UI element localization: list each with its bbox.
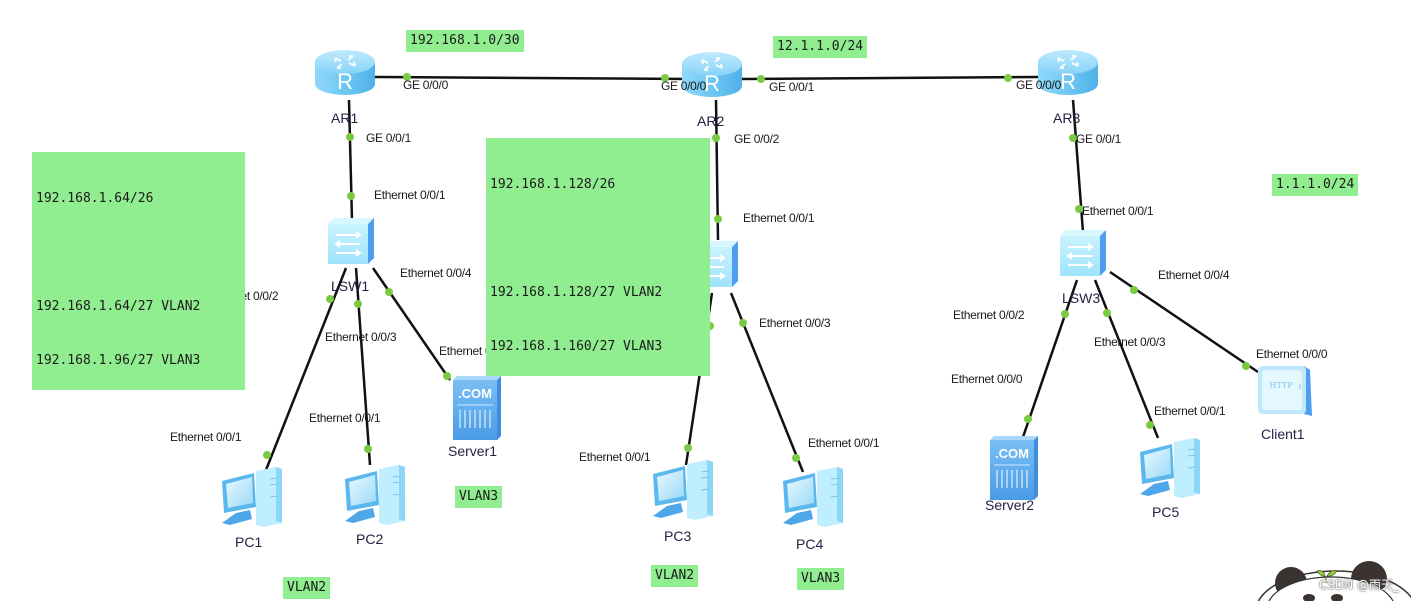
device-label-ar1: AR1 [331, 110, 359, 126]
port-label: GE 0/0/2 [734, 132, 779, 146]
server-icon-server2[interactable] [989, 435, 1039, 501]
port-label: Ethernet 0/0/4 [400, 266, 472, 280]
vlan-note-pc1-pc2: VLAN2 [283, 577, 331, 599]
port-label: Ethernet 0/0/0 [1256, 347, 1328, 361]
link-ar1-ar2[interactable] [374, 75, 691, 81]
port-label: Ethernet 0/0/0 [951, 372, 1023, 386]
device-label-client1: Client1 [1261, 426, 1305, 442]
port-label: GE 0/0/0 [403, 78, 448, 92]
port-label: Ethernet 0/0/1 [170, 430, 242, 444]
pc-icon-pc2[interactable] [344, 464, 406, 526]
port-dot [1024, 415, 1032, 423]
device-label-lsw1: LSW1 [331, 278, 370, 294]
port-label: Ethernet 0/0/1 [374, 188, 446, 202]
port-label: Ethernet 0/0/3 [325, 330, 397, 344]
port-dot [757, 75, 765, 83]
port-label: GE 0/0/1 [769, 80, 814, 94]
port-dot [347, 192, 355, 200]
subnet-line: 192.168.1.64/27 VLAN2 [36, 299, 201, 314]
subnet-line: 192.168.1.128/26 [490, 177, 616, 192]
device-label-ar2: AR2 [697, 113, 725, 129]
port-dot [385, 288, 393, 296]
port-label: Ethernet 0/0/3 [759, 316, 831, 330]
port-dot [739, 319, 747, 327]
port-dot [792, 454, 800, 462]
port-dot [1146, 421, 1154, 429]
http-client-icon-client1[interactable] [1257, 365, 1313, 417]
device-label-server2: Server2 [985, 497, 1035, 513]
port-dot [712, 134, 720, 142]
port-label: Ethernet 0/0/1 [1154, 404, 1226, 418]
link-ar1-lsw1[interactable] [347, 99, 354, 221]
link-lsw3-server2[interactable] [1020, 279, 1079, 441]
watermark-panda-icon [1257, 561, 1411, 601]
link-ar2-ar3[interactable] [739, 75, 1041, 81]
link-lsw1-server1[interactable] [371, 267, 452, 381]
pc-icon-pc5[interactable] [1139, 437, 1201, 499]
subnet-note-ar2-ar3: 12.1.1.0/24 [773, 36, 868, 58]
port-dot [326, 295, 334, 303]
switch-icon-lsw3[interactable] [1059, 229, 1107, 277]
device-label-lsw3: LSW3 [1062, 290, 1101, 306]
port-label: GE 0/0/0 [1016, 78, 1061, 92]
port-dot [661, 74, 669, 82]
port-dot [1130, 286, 1138, 294]
port-dot [1004, 74, 1012, 82]
server-icon-server1[interactable] [452, 375, 502, 441]
subnet-note-ar2-lan: 192.168.1.128/26 192.168.1.128/27 VLAN2 … [486, 138, 710, 376]
port-label: Ethernet 0/0/2 [953, 308, 1025, 322]
port-label: Ethernet 0/0/1 [579, 450, 651, 464]
subnet-line-blank [490, 230, 706, 248]
subnet-note-ar1-ar2: 192.168.1.0/30 [406, 30, 524, 52]
pc-icon-pc1[interactable] [221, 466, 283, 528]
port-label: Ethernet 0/0/1 [309, 411, 381, 425]
port-dot [364, 445, 372, 453]
subnet-line: 192.168.1.96/27 VLAN3 [36, 353, 201, 368]
port-label: GE 0/0/0 [661, 79, 706, 93]
port-dot [1069, 134, 1077, 142]
pc-icon-pc3[interactable] [652, 459, 714, 521]
device-label-server1: Server1 [448, 443, 498, 459]
subnet-line: 192.168.1.160/27 VLAN3 [490, 339, 663, 354]
switch-icon-lsw1[interactable] [327, 217, 375, 265]
port-dot [443, 372, 451, 380]
subnet-line: 192.168.1.128/27 VLAN2 [490, 285, 663, 300]
port-dot [1061, 310, 1069, 318]
vlan-note-pc3: VLAN2 [651, 565, 699, 587]
port-dot [403, 73, 411, 81]
port-label: GE 0/0/1 [366, 131, 411, 145]
device-label-pc4: PC4 [796, 536, 824, 552]
port-dot [1103, 309, 1111, 317]
port-dot [354, 300, 362, 308]
device-label-pc3: PC3 [664, 528, 692, 544]
subnet-line: 192.168.1.64/26 [36, 191, 154, 206]
vlan-note-pc4: VLAN3 [797, 568, 845, 590]
router-icon-ar1[interactable] [314, 49, 376, 96]
subnet-note-ar3-lan: 1.1.1.0/24 [1272, 174, 1359, 196]
subnet-note-ar1-lan: 192.168.1.64/26 192.168.1.64/27 VLAN2 19… [32, 152, 245, 390]
device-label-pc2: PC2 [356, 531, 384, 547]
port-label: GE 0/0/1 [1076, 132, 1121, 146]
port-label: Ethernet 0/0/1 [808, 436, 880, 450]
port-dot [346, 133, 354, 141]
link-lsw3-pc5[interactable] [1093, 279, 1160, 439]
device-label-ar3: AR3 [1053, 110, 1081, 126]
port-label: Ethernet 0/0/1 [1082, 204, 1154, 218]
port-dot [263, 451, 271, 459]
port-dot [1242, 362, 1250, 370]
link-lsw1-pc2[interactable] [354, 267, 372, 466]
port-label: Ethernet 0/0/1 [743, 211, 815, 225]
port-dot [1075, 205, 1083, 213]
port-label: Ethernet 0/0/4 [1158, 268, 1230, 282]
port-dot [714, 215, 722, 223]
pc-icon-pc4[interactable] [782, 466, 844, 528]
port-dot [684, 444, 692, 452]
device-label-pc1: PC1 [235, 534, 263, 550]
port-label: Ethernet 0/0/3 [1094, 335, 1166, 349]
subnet-line-blank [36, 244, 241, 262]
device-label-pc5: PC5 [1152, 504, 1180, 520]
watermark-text: CSDN @雨天_ [1318, 578, 1399, 592]
vlan-note-server1: VLAN3 [455, 486, 503, 508]
